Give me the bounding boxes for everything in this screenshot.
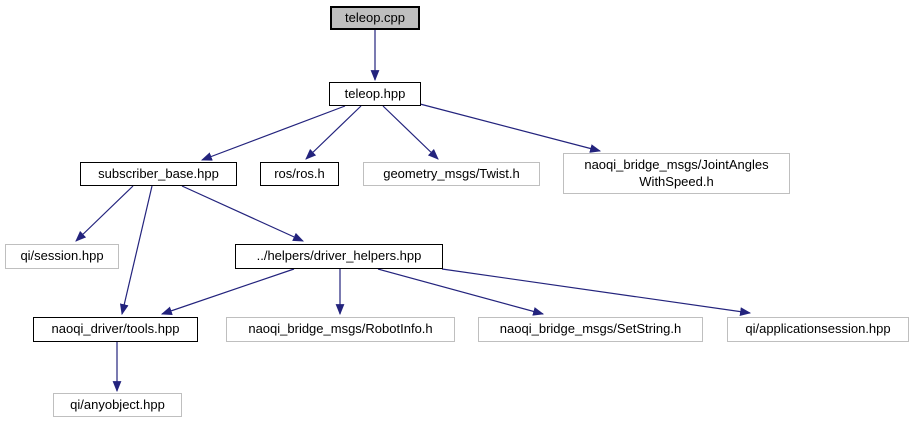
node-subscriber-base-hpp[interactable]: subscriber_base.hpp [80,162,237,186]
node-geometry-msgs-twist-h: geometry_msgs/Twist.h [363,162,540,186]
node-qi-anyobject-hpp: qi/anyobject.hpp [53,393,182,417]
edge-driver-helpers-to-setstring [377,268,545,316]
edge-teleop-hpp-to-jointangles [419,103,602,153]
edge-subscriber-base-to-driver-helpers [181,185,305,242]
node-robotinfo-h: naoqi_bridge_msgs/RobotInfo.h [226,317,455,342]
edge-subscriber-base-to-session [75,185,134,242]
node-driver-helpers-hpp[interactable]: ../helpers/driver_helpers.hpp [235,244,443,269]
edge-subscriber-base-to-tools [119,185,153,316]
node-label-line2: WithSpeed.h [639,173,714,189]
node-qi-session-hpp: qi/session.hpp [5,244,119,269]
node-setstring-h: naoqi_bridge_msgs/SetString.h [478,317,703,342]
node-ros-h[interactable]: ros/ros.h [260,162,339,186]
edge-teleop-hpp-to-subscriber-base [200,105,346,161]
node-jointangles-withspeed-h: naoqi_bridge_msgs/JointAngles WithSpeed.… [563,153,790,194]
edge-driver-helpers-to-tools [160,268,295,315]
node-label-line1: naoqi_bridge_msgs/JointAngles [584,157,769,173]
edge-driver-helpers-to-appsession [441,268,752,316]
node-naoqi-driver-tools-hpp[interactable]: naoqi_driver/tools.hpp [33,317,198,342]
node-qi-applicationsession-hpp: qi/applicationsession.hpp [727,317,909,342]
edge-teleop-hpp-to-ros [305,105,362,160]
edge-teleop-hpp-to-twist [382,105,439,160]
node-teleop-hpp[interactable]: teleop.hpp [329,82,421,106]
node-teleop-cpp: teleop.cpp [330,6,420,30]
